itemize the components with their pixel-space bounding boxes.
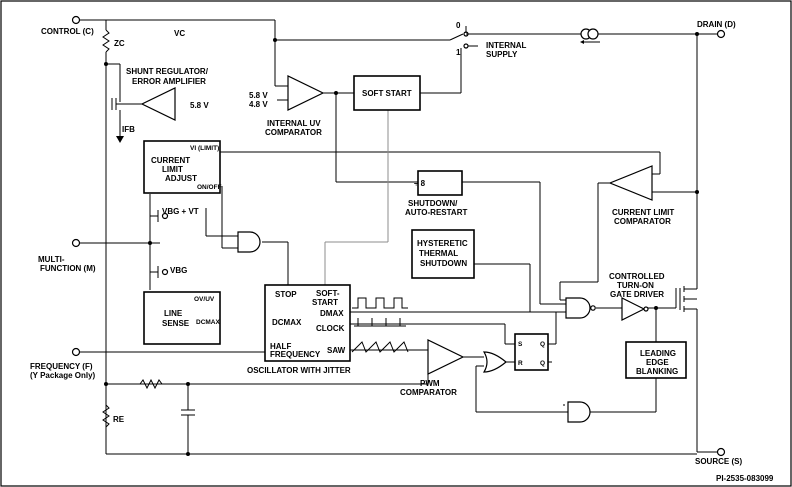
uv-ref-lower-label: 4.8 V [249, 100, 268, 109]
soft-start-osc-label-1: SOFT- [316, 289, 340, 298]
thermal-shutdown-box [411, 229, 475, 279]
latch-box [514, 333, 549, 371]
frequency-pin [71, 347, 81, 357]
current-limit-comparator [608, 165, 653, 201]
oscillator-label: OSCILLATOR WITH JITTER [247, 366, 351, 375]
internal-uv-comparator [287, 75, 325, 111]
vbg-label: VBG [170, 266, 187, 275]
gate-driver-label-1: CONTROLLED [609, 272, 665, 281]
pwm-label-2: COMPARATOR [400, 388, 457, 397]
frequency-label-1: FREQUENCY (F) [30, 362, 93, 371]
control-pin [71, 15, 81, 25]
error-amplifier [140, 87, 176, 121]
divide-by-8-box [417, 170, 463, 196]
stop-label: STOP [275, 290, 297, 299]
vc-label: VC [174, 29, 185, 38]
thermal-label-1: HYSTERETIC [417, 239, 468, 248]
line-sense-label-2: SENSE [162, 319, 190, 328]
dcmax-osc-label: DCMAX [272, 318, 302, 327]
error-amp-ref-label: 5.8 V [190, 101, 209, 110]
latch-qbar-label: Q [540, 360, 545, 367]
half-frequency-label-2: FREQUENCY [270, 350, 321, 359]
gate-driver-buffer [621, 297, 646, 321]
pwm-comparator [427, 339, 465, 375]
dcmax-label-ls: DCMAX [196, 319, 220, 326]
ifb-label: IFB [122, 125, 135, 134]
or-gate [482, 351, 507, 373]
switch-1-label: 1 [456, 48, 461, 57]
leb-label-2: EDGE [646, 358, 669, 367]
latch-s-label: S [518, 341, 523, 348]
grey-wires [324, 110, 389, 285]
clock-label: CLOCK [316, 324, 345, 333]
shutdown-label-1: SHUTDOWN/ [408, 199, 458, 208]
thermal-label-3: SHUTDOWN [420, 259, 467, 268]
on-off-label: ON/OFF [197, 184, 222, 191]
thermal-label-2: THERMAL [419, 249, 458, 258]
saw-label: SAW [327, 346, 346, 355]
internal-supply-label-1: INTERNAL [486, 41, 527, 50]
latch-q-label: Q [540, 341, 545, 348]
leb-label-3: BLANKING [636, 367, 678, 376]
gate-driver-label-2: TURN-ON [617, 281, 654, 290]
drain-label: DRAIN (D) [697, 20, 736, 29]
oscillator-box [264, 284, 351, 362]
multi-function-pin [71, 238, 81, 248]
dmax-label: DMAX [320, 309, 344, 318]
multi-function-label-2: FUNCTION (M) [40, 264, 96, 273]
switch-0-label: 0 [456, 21, 461, 30]
divide-by-8-label: ÷ 8 [414, 179, 426, 188]
wires [79, 19, 718, 455]
latch-r-label: R [518, 360, 523, 367]
source-label: SOURCE (S) [695, 457, 742, 466]
current-limit-label-1: CURRENT [151, 156, 190, 165]
line-sense-label-1: LINE [164, 309, 183, 318]
shunt-regulator-label-2: ERROR AMPLIFIER [132, 77, 206, 86]
current-limit-adjust-box [143, 140, 221, 194]
current-limit-comparator-label-1: CURRENT LIMIT [612, 208, 674, 217]
leading-edge-blanking-box [625, 341, 687, 379]
uv-ref-upper-label: 5.8 V [249, 91, 268, 100]
vbg-vt-label: VBG + VT [162, 207, 199, 216]
and-gate-output [565, 297, 591, 319]
leb-label-1: LEADING [640, 349, 676, 358]
figure-id-label: PI-2535-083099 [716, 474, 774, 483]
multi-function-label-1: MULTI- [38, 255, 65, 264]
drain-pin [716, 29, 726, 39]
current-limit-label-2: LIMIT [162, 165, 183, 174]
gate-driver-label-3: GATE DRIVER [610, 290, 664, 299]
junctions [104, 32, 699, 456]
soft-start-box [353, 75, 421, 111]
control-label: CONTROL (C) [41, 27, 94, 36]
line-sense-box [143, 291, 221, 345]
frequency-label-2: (Y Package Only) [30, 371, 96, 380]
current-source-icon [580, 28, 600, 44]
source-pin [716, 447, 726, 457]
and-gate-mf [237, 231, 261, 253]
shunt-regulator-label-1: SHUNT REGULATOR/ [126, 67, 209, 76]
current-limit-comparator-label-2: COMPARATOR [614, 217, 671, 226]
current-limit-label-3: ADJUST [165, 174, 197, 183]
half-frequency-label-1: HALF [270, 342, 291, 351]
waveforms [351, 297, 409, 353]
soft-start-label: SOFT START [362, 89, 412, 98]
uv-comparator-label-2: COMPARATOR [265, 128, 322, 137]
vi-limit-label: VI (LIMIT) [190, 145, 219, 152]
internal-supply-label-2: SUPPLY [486, 50, 518, 59]
pwm-label-1: PWM [420, 379, 440, 388]
mf-switch-transistors [150, 210, 169, 278]
soft-start-osc-label-2: START [312, 298, 338, 307]
uv-comparator-label-1: INTERNAL UV [267, 119, 321, 128]
shutdown-label-2: AUTO-RESTART [405, 208, 467, 217]
zc-label: ZC [114, 39, 125, 48]
ov-uv-label: OV/UV [194, 296, 215, 303]
and-gate-lower [567, 401, 591, 423]
re-label: RE [113, 415, 125, 424]
